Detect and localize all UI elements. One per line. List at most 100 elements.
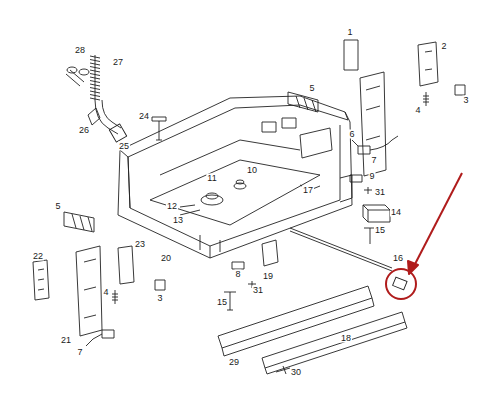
callout-number: 16 [392,254,404,263]
callout-number: 4 [414,106,421,115]
kick-panel [218,286,372,348]
base-tray [180,205,200,215]
small-parts-right [364,187,372,194]
callout-number: 15 [216,298,228,307]
highlight-marker [414,173,462,266]
callout-number: 3 [462,96,469,105]
drain-hose [79,69,89,75]
left-frame-bracket [118,246,134,284]
callout-number: 27 [112,58,124,67]
base-tray [128,125,340,246]
right-frame-bracket [360,72,386,176]
callout-number: 20 [160,254,172,263]
small-parts-right [363,205,390,222]
drain-hose [88,108,100,125]
leveling-foot [152,117,166,121]
drain-hose [90,77,100,79]
left-frame-bracket [86,334,102,346]
base-tray [282,118,296,128]
drain-hose [90,81,100,83]
base-tray [201,195,223,205]
hinge-bracket [296,96,316,112]
callout-number: 21 [60,336,72,345]
drain-hose [90,56,100,58]
drain-hose [90,67,100,69]
callout-number: 30 [290,368,302,377]
base-tray [120,96,348,157]
callout-number: 8 [234,270,241,279]
right-frame-bracket [370,136,398,150]
kick-panel [276,366,290,374]
callout-number: 18 [340,334,352,343]
drain-hose [90,60,100,62]
drain-hose [109,124,126,142]
callout-number: 26 [78,126,90,135]
drain-hose [90,63,100,65]
base-tray [128,157,130,208]
base-tray [210,246,211,258]
drain-hose [66,55,127,142]
right-frame-bracket [455,85,465,95]
callout-number: 14 [390,208,402,217]
left-frame-bracket [112,290,118,304]
callout-number: 6 [348,130,355,139]
drain-hose [90,95,100,97]
callout-number: 17 [302,186,314,195]
drain-hose [102,100,121,128]
callout-number: 3 [156,294,163,303]
base-tray [200,235,220,252]
callout-number: 4 [102,288,109,297]
base-tray [262,122,276,132]
highlight-marker [408,261,418,274]
left-frame-bracket [33,212,165,346]
leveling-foot [156,121,162,140]
left-frame-bracket [155,280,165,290]
drain-hose [90,84,100,86]
drain-hose [90,91,100,93]
left-frame-bracket [102,330,114,338]
drain-hose [90,98,100,100]
right-frame-bracket [425,51,432,70]
left-frame-bracket [33,260,49,300]
right-frame-bracket [358,146,370,154]
rod [290,231,392,271]
base-tray [206,193,218,199]
left-frame-bracket [84,259,96,318]
callout-number: 5 [308,84,315,93]
rod [290,228,407,290]
callout-number: 7 [76,348,83,357]
callout-number: 31 [252,286,264,295]
drain-hose [90,88,100,90]
base-tray [300,128,332,158]
base-tray [236,180,244,184]
callout-number: 10 [246,166,258,175]
drain-hose [67,67,77,73]
small-parts-middle [232,262,244,269]
base-tray [150,160,320,225]
callout-number: 9 [368,172,375,181]
right-frame-bracket [344,40,358,70]
kick-panel [265,322,407,374]
callout-number: 22 [32,252,44,261]
left-frame-bracket [72,214,92,231]
small-parts-right [363,205,390,222]
callout-number: 24 [138,112,150,121]
drain-hose [90,70,100,72]
leveling-foot [152,117,166,140]
right-frame-bracket [366,86,380,140]
left-frame-bracket [38,269,44,290]
callout-number: 12 [166,202,178,211]
left-frame-bracket [64,212,94,232]
hinge-bracket [288,92,318,112]
callout-number: 29 [228,358,240,367]
base-tray [118,112,352,258]
callout-number: 23 [134,240,146,249]
hinge-bracket [288,92,318,112]
callout-number: 2 [440,42,447,51]
callout-number: 28 [74,46,86,55]
right-frame-bracket [418,42,438,86]
highlight-marker [386,269,416,299]
callout-number: 1 [346,28,353,37]
